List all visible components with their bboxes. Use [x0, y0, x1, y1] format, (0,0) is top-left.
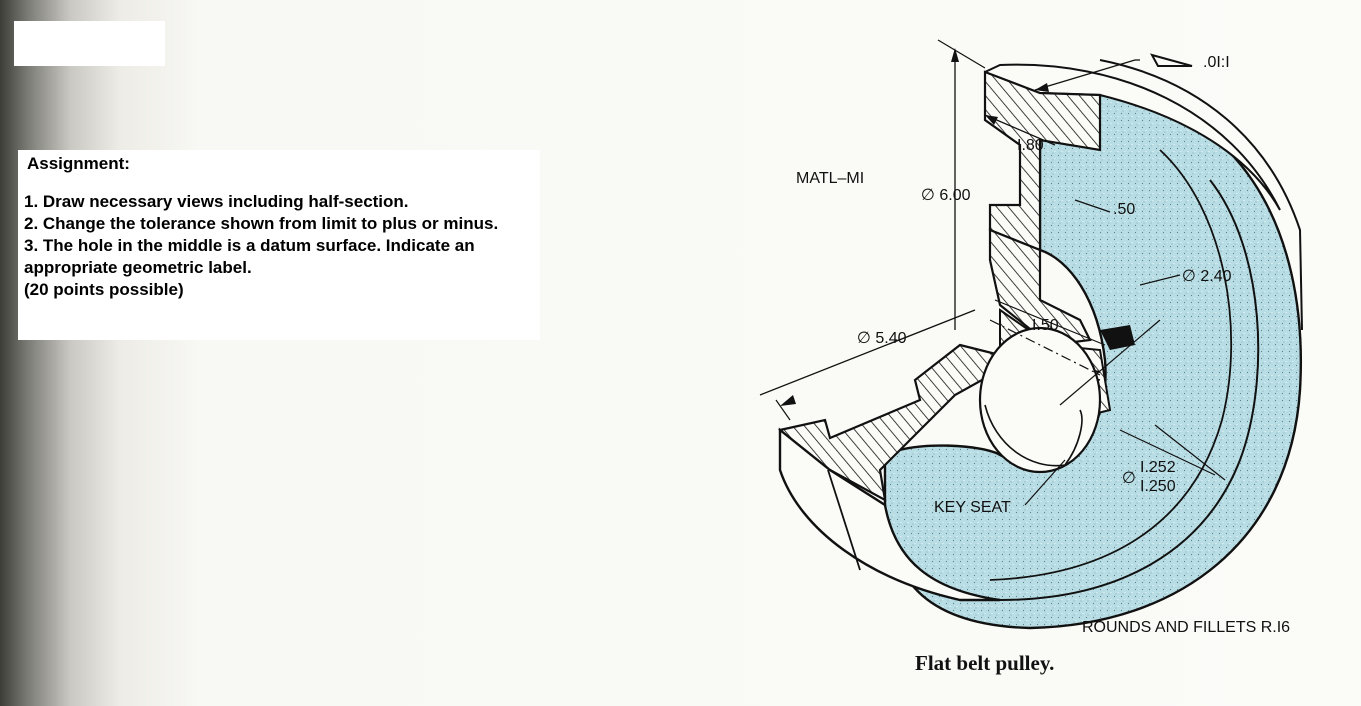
dim-1-80-line — [984, 114, 1056, 146]
assignment-heading: Assignment: — [27, 154, 130, 173]
key-seat-notch — [1100, 325, 1135, 350]
taper-leader — [1034, 59, 1136, 91]
material-label: MATL–MI — [796, 170, 864, 187]
dim-2-40-label: ∅ 2.40 — [1182, 268, 1232, 285]
assignment-item-3: 3. The hole in the middle is a datum sur… — [24, 236, 475, 277]
key-seat-leader — [1024, 459, 1066, 506]
rim-back-edge — [1099, 59, 1303, 331]
assignment-item-1: 1. Draw necessary views including half-s… — [24, 192, 409, 211]
web-hatch — [988, 228, 1092, 347]
dim-0-50-leader — [1074, 199, 1111, 213]
taper-symbol — [1149, 53, 1193, 67]
bore-leader — [1119, 429, 1216, 476]
dim-1-50-label: I.50 — [1032, 317, 1059, 334]
dim-5-40-label: ∅ 5.40 — [857, 330, 907, 347]
lower-rim-side — [778, 427, 1001, 602]
pulley-inner-ring-2 — [989, 149, 1233, 581]
key-seat-label: KEY SEAT — [934, 499, 1011, 516]
bore-hole — [978, 326, 1102, 474]
bore-upper-limit: I.252 — [1140, 459, 1176, 476]
rounds-fillets-note: ROUNDS AND FILLETS R.I6 — [1082, 619, 1290, 636]
dim-0-50-label: .50 — [1113, 201, 1135, 218]
bore-diameter-symbol: ∅ — [1122, 470, 1136, 487]
bore-lower-limit: I.250 — [1140, 478, 1176, 495]
rim-top-surface — [984, 63, 1281, 211]
assignment-item-2: 2. Change the tolerance shown from limit… — [24, 214, 499, 233]
figure-caption: Flat belt pulley. — [915, 651, 1054, 675]
taper-label: .0I:I — [1203, 54, 1230, 71]
dim-5-40-line — [759, 309, 976, 396]
assignment-box: Assignment: 1. Draw necessary views incl… — [18, 150, 540, 340]
assignment-item-4: (20 points possible) — [24, 280, 184, 299]
dim-6-00-label: ∅ 6.00 — [921, 187, 971, 204]
pulley-inner-ring — [999, 179, 1260, 601]
dim-2-40-leader — [1139, 274, 1181, 286]
dim-1-80-label: I.80 — [1017, 137, 1044, 154]
blank-label-box — [14, 21, 165, 66]
rounds-leader — [1154, 424, 1226, 481]
dim-1-50-line — [994, 299, 1106, 346]
